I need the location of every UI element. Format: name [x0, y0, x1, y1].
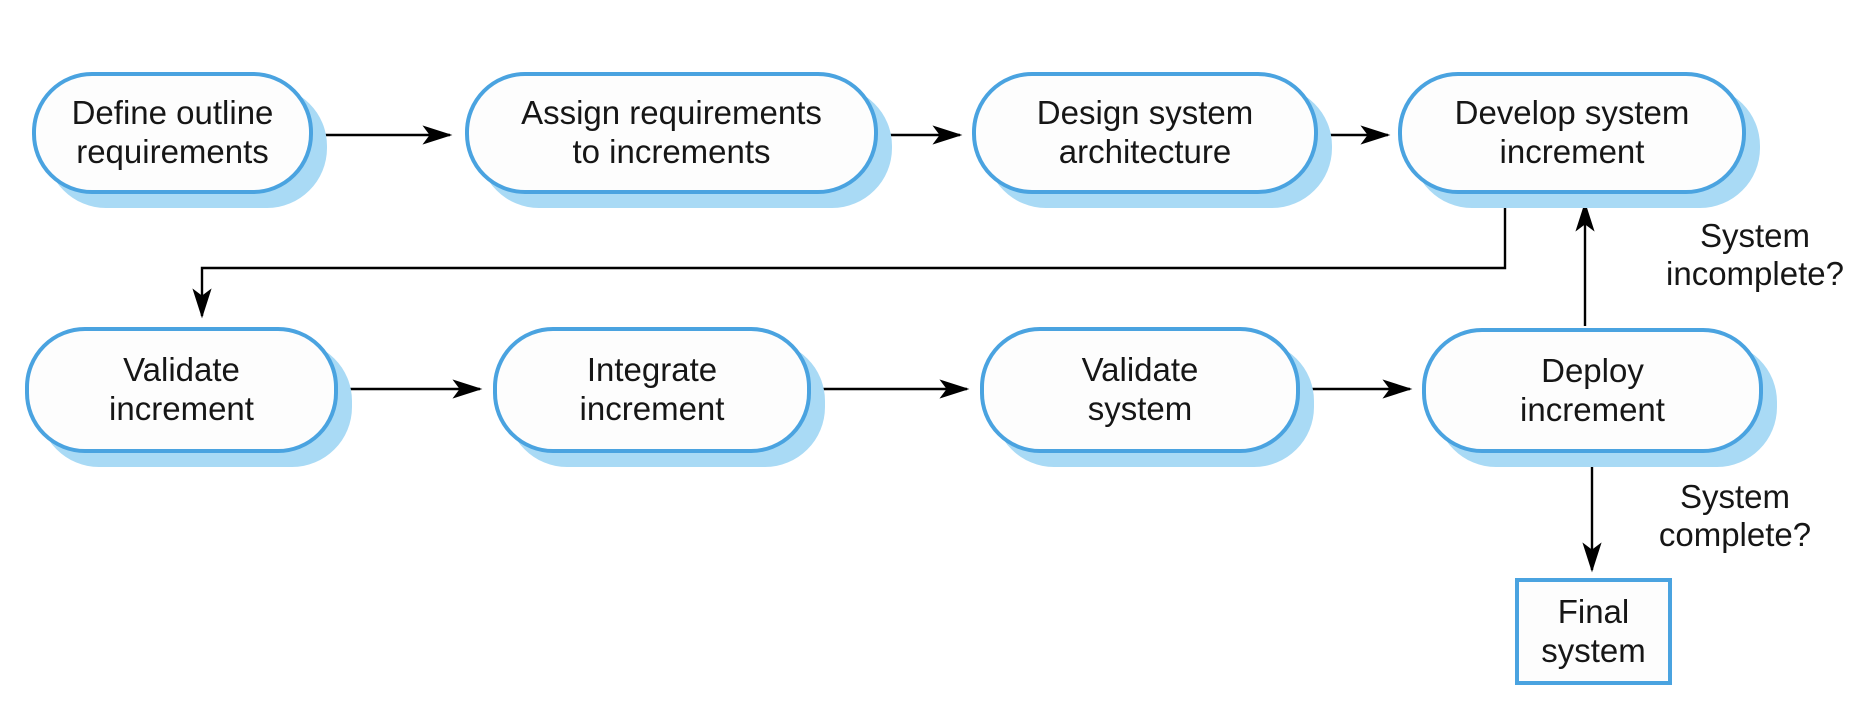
node-design-system-architecture: Design system architecture — [972, 72, 1318, 194]
node-define-outline-requirements: Define outline requirements — [32, 72, 313, 194]
decision-label-system-incomplete: System incomplete? — [1666, 217, 1844, 292]
node-validate-system: Validate system — [980, 327, 1300, 453]
node-integrate-increment: Integrate increment — [493, 327, 811, 453]
edge-develop-to-validate-increment — [192, 195, 1507, 319]
decision-label-system-complete: System complete? — [1658, 478, 1812, 553]
node-assign-requirements-to-increments: Assign requirements to increments — [465, 72, 878, 194]
node-validate-increment: Validate increment — [25, 327, 338, 453]
node-develop-system-increment: Develop system increment — [1398, 72, 1746, 194]
node-deploy-increment: Deploy increment — [1422, 328, 1763, 453]
node-final-system: Final system — [1515, 578, 1672, 685]
